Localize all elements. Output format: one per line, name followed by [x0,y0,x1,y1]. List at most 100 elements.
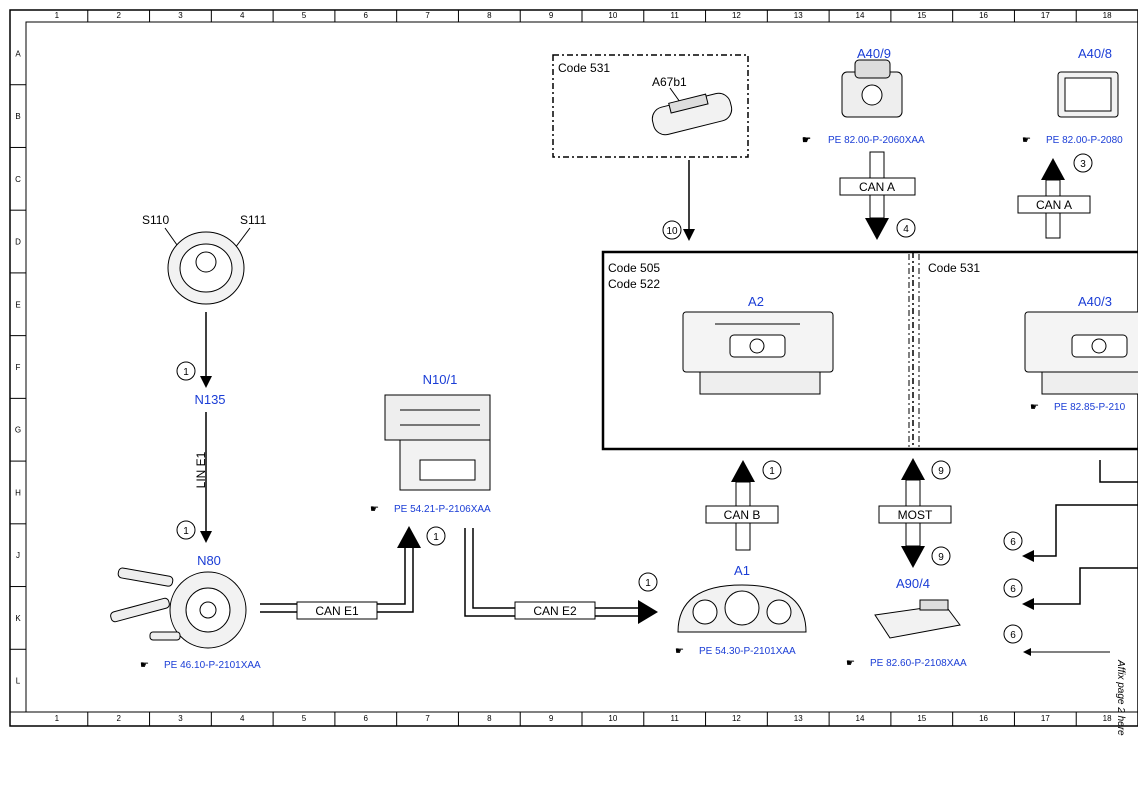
bus-can-b: CAN B [724,508,761,522]
marker-1-canb: 1 [769,466,775,477]
grid-column-label: 12 [732,714,741,723]
pointer-icon: ☛ [370,504,379,515]
marker-1-n80-circle [176,520,196,540]
ref-n10-1: PE 54.21-P-2106XAA [394,504,491,515]
grid-row-label: E [15,300,20,309]
component-label-a2: A2 [748,294,764,309]
grid-row-label: C [15,175,21,184]
ref-a40-3: PE 82.85-P-210 [1054,402,1126,413]
marker-1-n135-circle [176,361,196,381]
marker-9-bottom-circle [931,546,951,566]
grid-column-label: 9 [549,714,554,723]
grid-row-label: F [16,363,21,372]
pointer-icon: ☛ [1030,402,1039,413]
code-522-label: Code 522 [608,277,660,291]
steering-column-module-icon [110,567,247,649]
grid-column-label: 5 [302,714,307,723]
grid-column-label: 1 [55,11,60,20]
code-531-box [552,54,749,158]
code-531-right-label: Code 531 [928,261,980,275]
marker-1-n10-circle [426,526,446,546]
marker-1-n10: 1 [433,532,439,543]
marker-3: 3 [1080,159,1086,170]
ref-a40-8: PE 82.00-P-2080 [1046,135,1123,146]
pointer-icon: ☛ [675,646,684,657]
component-label-n10-1: N10/1 [423,372,458,387]
grid-column-label: 12 [732,11,741,20]
marker-6-c-circle [1003,624,1023,644]
marker-1-n135: 1 [183,367,189,378]
grid-column-label: 1 [55,714,60,723]
grid-column-label: 3 [178,714,183,723]
marker-6-b-circle [1003,578,1023,598]
marker-1-n80: 1 [183,526,189,537]
grid-column-label: 14 [856,714,865,723]
can-b-bus-box [705,505,779,524]
pointer-icon: ☛ [140,660,149,671]
bus-can-a-2: CAN A [1036,198,1072,212]
marker-6-a: 6 [1010,537,1016,548]
connector-line-a [1022,504,1138,562]
marker-3-circle [1073,153,1093,173]
marker-1-a1-circle [638,572,658,592]
component-label-a1: A1 [734,563,750,578]
ref-a1: PE 54.30-P-2101XAA [699,646,796,657]
grid-column-label: 14 [856,11,865,20]
can-e1-arrow-head [397,526,421,548]
grid-column-label: 3 [178,11,183,20]
bus-can-a-1: CAN A [859,180,895,194]
ref-n80: PE 46.10-P-2101XAA [164,660,261,671]
most-module-icon [874,599,961,639]
controller-unit-icon [841,59,903,118]
grid-column-label: 17 [1041,714,1050,723]
grid-column-label: 2 [116,714,121,723]
grid-row-label: G [15,426,21,435]
most-arrow-up-head [901,458,925,480]
grid-column-label: 15 [917,714,926,723]
grid-column-label: 16 [979,714,988,723]
grid-row-label: K [15,614,21,623]
component-label-a40-9: A40/9 [857,46,891,61]
grid-column-label: 9 [549,11,554,20]
can-e1-bus-box [296,601,378,620]
grid-row-label: L [16,677,21,686]
component-label-a67b1: A67b1 [652,75,687,89]
pointer-icon: ☛ [802,135,811,146]
marker-6-a-circle [1003,531,1023,551]
grid-row-label: B [15,112,20,121]
marker-10: 10 [666,226,678,237]
marker-6-b: 6 [1010,584,1016,595]
grid-column-label: 8 [487,714,492,723]
marker-9-top: 9 [938,466,944,477]
marker-9-bottom: 9 [938,552,944,563]
can-e2-bus-box [514,601,596,620]
can-a-arrow-head [865,218,889,240]
grid-column-label: 18 [1103,11,1112,20]
grid-column-label: 11 [671,11,680,20]
can-a-bus-box-2 [1017,195,1091,214]
grid-column-label: 16 [979,11,988,20]
grid-column-label: 17 [1041,11,1050,20]
grid-row-label: A [15,49,21,58]
can-a-arrow-up-head [1041,158,1065,180]
grid-column-label: 2 [116,11,121,20]
grid-row-label: H [15,488,21,497]
component-label-a40-3: A40/3 [1078,294,1112,309]
grid-column-label: 8 [487,11,492,20]
component-label-s110: S110 [142,213,169,227]
display-icon [1057,71,1119,118]
radio-unit-icon [1024,311,1138,395]
grid-column-label: 11 [671,714,680,723]
bus-can-e2: CAN E2 [533,604,577,618]
most-arrow-down-head [901,546,925,568]
rain-light-sensor-icon [651,87,733,136]
grid-column-label: 5 [302,11,307,20]
marker-1-canb-circle [762,460,782,480]
marker-4: 4 [903,224,909,235]
most-bus-box [878,505,952,524]
bus-can-e1: CAN E1 [315,604,359,618]
